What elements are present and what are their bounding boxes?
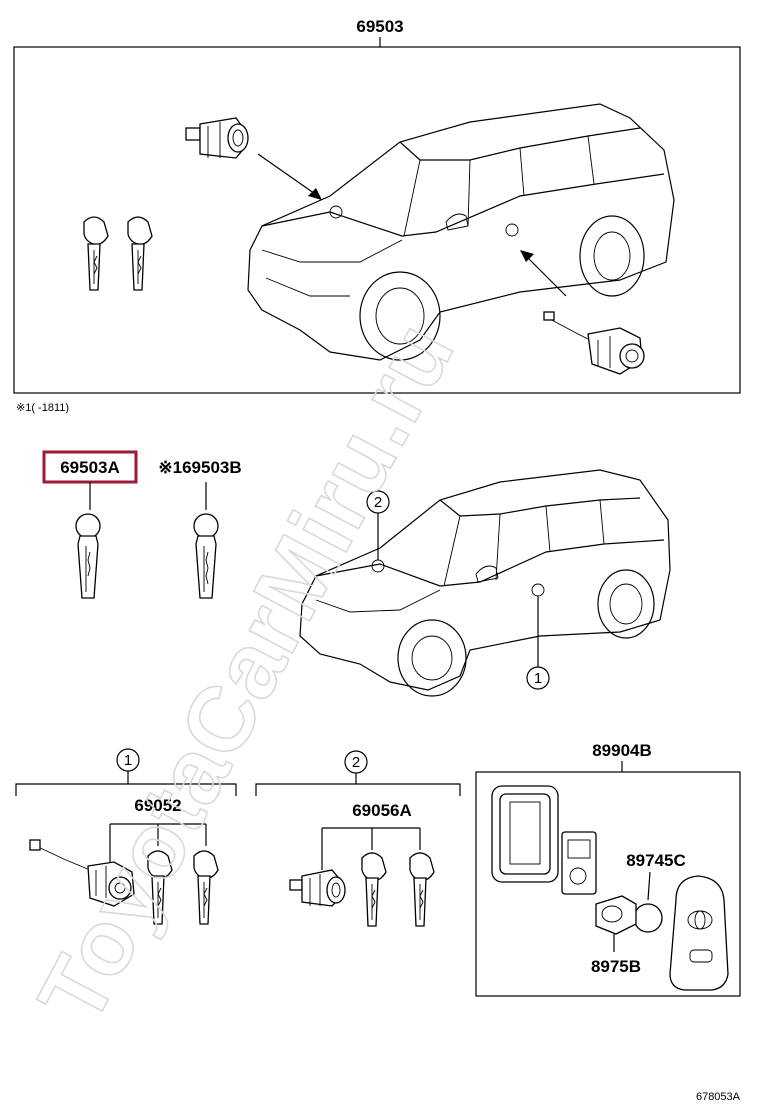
key-icon: [147, 850, 173, 925]
vehicle-illustration: [247, 103, 675, 361]
arrow-head: [520, 250, 534, 262]
remote-frame: [475, 771, 741, 997]
leader-line: [647, 871, 651, 901]
remote-case-icon: [491, 785, 559, 883]
part-label-8975B[interactable]: 8975B: [591, 957, 641, 976]
smart-key-icon: [669, 875, 729, 991]
group-bracket: [255, 783, 461, 796]
arrow-head: [308, 188, 322, 200]
remote-board-icon: [561, 831, 597, 895]
part-label-89745C[interactable]: 89745C: [626, 851, 686, 870]
key-icon: [75, 513, 101, 599]
part-label-69056A[interactable]: 69056A: [352, 801, 412, 820]
group-2-marker-label: 2: [352, 754, 360, 771]
figure-code: 678053A: [696, 1091, 741, 1103]
note-text: ※1( -1811): [16, 402, 69, 414]
key-icon: [409, 852, 435, 927]
part-label-69503B[interactable]: ※169503B: [158, 458, 241, 477]
part-label-69052[interactable]: 69052: [134, 796, 181, 815]
part-label-69503A[interactable]: 69503A: [60, 458, 120, 477]
vehicle-illustration: [299, 469, 671, 697]
leader-lines: [109, 823, 207, 866]
battery-icon: [633, 903, 663, 933]
key-icon: [193, 513, 219, 599]
hood-lock-cylinder-icon: [185, 117, 249, 159]
hood-lock-cylinder-icon: [289, 869, 346, 907]
door-lock-cylinder-icon: [29, 839, 135, 907]
leader-lines: [321, 827, 421, 870]
location-marker-2-label: 2: [374, 494, 382, 511]
group-bracket: [15, 783, 237, 796]
group-label-69503[interactable]: 69503: [356, 17, 403, 36]
arrow-line: [257, 153, 319, 197]
key-icon: [193, 850, 219, 925]
battery-holder-icon: [595, 895, 637, 935]
watermark-text: ToyotaCarMiru.ru: [20, 306, 474, 1039]
door-lock-cylinder-icon: [543, 311, 645, 375]
location-marker-1-label: 1: [534, 670, 542, 687]
top-frame: [13, 46, 741, 394]
part-label-89904B[interactable]: 89904B: [592, 741, 652, 760]
key-icon: [83, 216, 109, 291]
key-icon: [361, 852, 387, 927]
group-1-marker-label: 1: [124, 752, 132, 769]
key-icon: [127, 216, 153, 291]
arrow-line: [525, 255, 567, 297]
